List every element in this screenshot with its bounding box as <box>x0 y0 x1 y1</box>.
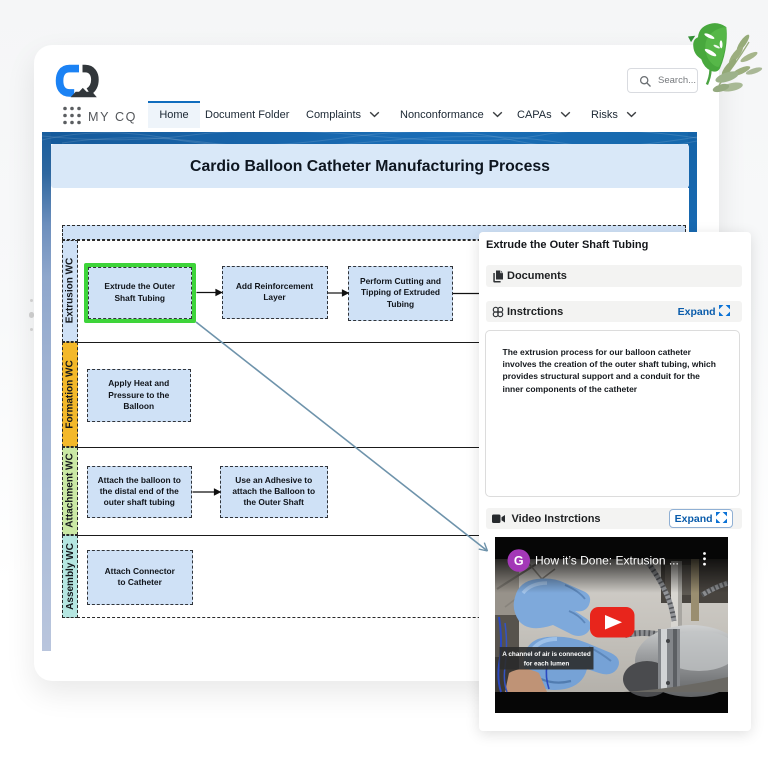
svg-text:A channel of air is connected: A channel of air is connected <box>502 651 591 658</box>
svg-text:How it’s Done: Extrusion ...: How it’s Done: Extrusion ... <box>535 554 679 568</box>
svg-text:for each lumen: for each lumen <box>524 661 570 668</box>
svg-text:G: G <box>514 554 524 568</box>
